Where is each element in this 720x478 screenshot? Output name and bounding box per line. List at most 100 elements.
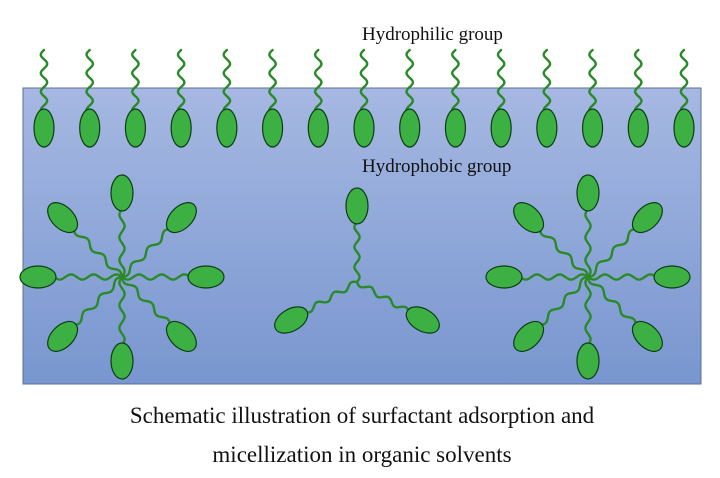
head <box>19 265 57 289</box>
head <box>631 202 663 234</box>
tail <box>85 48 95 113</box>
hydrophobic-label: Hydrophobic group <box>362 156 511 177</box>
surface-surfactant <box>124 48 147 148</box>
micelle-surfactant <box>586 275 663 352</box>
head <box>581 108 604 148</box>
tail <box>586 227 638 279</box>
surface-surfactant <box>261 48 284 148</box>
micelle-surfactant <box>513 275 590 352</box>
head <box>631 320 663 352</box>
surface-surfactant <box>490 48 512 148</box>
tail <box>39 48 49 113</box>
micelle-layer <box>19 174 691 380</box>
head <box>307 108 329 148</box>
tail <box>586 275 638 327</box>
hydrophilic-label: Hydrophilic group <box>362 24 503 45</box>
tail <box>542 48 552 113</box>
head <box>353 108 375 148</box>
tail <box>633 48 643 113</box>
reverse-micelle <box>274 187 440 334</box>
head <box>110 342 134 380</box>
head <box>274 306 309 334</box>
head <box>673 108 695 148</box>
head <box>405 306 440 334</box>
head <box>513 320 545 352</box>
micelle-surfactant <box>513 202 590 279</box>
head <box>513 202 545 234</box>
micelle-surfactant <box>47 202 124 279</box>
head <box>345 187 369 225</box>
tail <box>679 48 689 113</box>
head <box>165 202 197 234</box>
surface-surfactant <box>399 48 421 148</box>
micelle-surfactant <box>110 275 134 380</box>
head <box>490 108 512 148</box>
micelle-surfactant <box>47 275 124 352</box>
tail <box>355 280 411 314</box>
tail <box>176 48 186 113</box>
surface-surfactant <box>673 48 695 148</box>
tail <box>584 207 592 279</box>
micelle-surfactant <box>120 275 197 352</box>
micelle-surfactant <box>19 265 124 289</box>
head <box>216 108 238 148</box>
head <box>653 265 691 289</box>
tail <box>518 273 590 281</box>
head <box>79 108 101 148</box>
surface-surfactant <box>33 48 55 148</box>
surface-surfactant <box>216 48 238 148</box>
tail <box>120 273 192 281</box>
head <box>399 108 421 148</box>
micelle-surfactant <box>485 265 590 289</box>
micelle-surfactant <box>576 275 600 380</box>
adsorbed-surfactant-layer <box>33 48 695 148</box>
caption-line-2: micellization in organic solvents <box>212 442 511 467</box>
micelle-surfactant <box>586 265 691 289</box>
head <box>187 265 225 289</box>
surface-surfactant <box>627 48 649 148</box>
tail <box>303 280 359 314</box>
surface-surfactant <box>581 48 604 148</box>
micelle-surfactant <box>120 265 225 289</box>
tail <box>268 48 278 113</box>
head <box>536 108 558 148</box>
head <box>110 174 134 212</box>
head <box>627 108 649 148</box>
head <box>33 108 55 148</box>
head <box>444 108 467 148</box>
micelle-surfactant <box>586 202 663 279</box>
caption-line-1: Schematic illustration of surfactant ads… <box>130 403 595 428</box>
micelle-surfactant <box>120 202 197 279</box>
tail <box>72 227 124 279</box>
tail <box>538 275 590 327</box>
micelle-surfactant <box>576 174 600 279</box>
tail <box>538 227 590 279</box>
surface-surfactant <box>444 48 467 148</box>
tail <box>118 275 126 347</box>
tail <box>353 220 361 284</box>
tail <box>586 273 658 281</box>
head <box>576 174 600 212</box>
head <box>576 342 600 380</box>
surface-surfactant <box>79 48 101 148</box>
head <box>47 202 79 234</box>
reverse-micelle <box>19 174 225 380</box>
tail <box>496 48 506 113</box>
reverse-micelle <box>485 174 691 380</box>
tail <box>130 48 140 113</box>
head <box>124 108 147 148</box>
tail <box>118 207 126 279</box>
tail <box>313 48 323 113</box>
tail <box>72 275 124 327</box>
head <box>165 320 197 352</box>
tail <box>359 48 369 113</box>
tail <box>405 48 415 113</box>
tail <box>584 275 592 347</box>
tail <box>588 48 598 113</box>
tail <box>52 273 124 281</box>
micelle-surfactant <box>274 280 359 334</box>
tail <box>450 48 460 113</box>
tail <box>222 48 232 113</box>
head <box>170 108 192 148</box>
